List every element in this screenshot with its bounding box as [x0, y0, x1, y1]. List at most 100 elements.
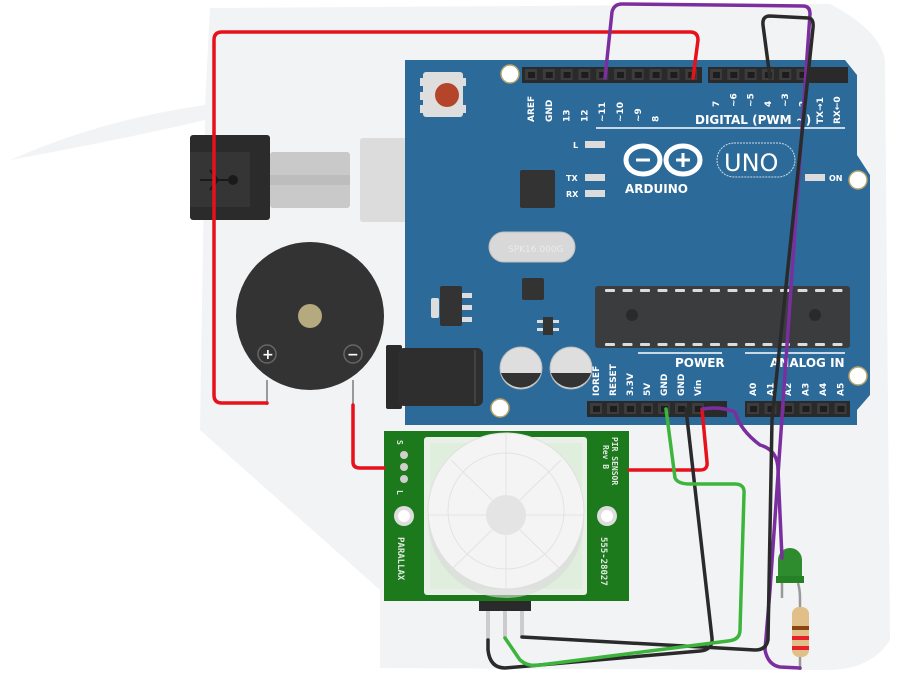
led-rx [585, 190, 605, 197]
chip-pin [832, 343, 843, 346]
chip-pin [832, 289, 843, 292]
wire-red-pir-to-vin[interactable] [627, 407, 709, 472]
mounting-hole [490, 398, 510, 418]
chip-pin [727, 289, 738, 292]
header-pin-hole [785, 406, 792, 412]
resistor[interactable] [792, 598, 809, 670]
led-l [585, 141, 605, 148]
chip-pin [605, 343, 615, 346]
small-transistor [537, 317, 559, 335]
arduino-logo-icon [623, 143, 703, 177]
chip-pin [675, 343, 685, 346]
header-pin-hole [670, 72, 678, 78]
chip-pin [797, 289, 808, 292]
pir-part-number: 555-28027 [598, 537, 608, 586]
chip-pin [815, 343, 825, 346]
header-pin-hole [678, 406, 685, 412]
power-pin-label: 3.3V [626, 373, 636, 396]
header-pin-hole [627, 406, 634, 412]
reset-button[interactable] [420, 72, 466, 117]
digital-header-title: DIGITAL (PWM ~) [695, 113, 811, 127]
wire-purple-pin13-to-resistor[interactable] [603, 2, 812, 670]
header-pin-hole [713, 72, 720, 78]
plus-terminal-icon [257, 344, 277, 364]
digital-pin-label: ~3 [781, 93, 791, 107]
green-led[interactable] [776, 548, 804, 599]
header-pin-hole [581, 72, 589, 78]
digital-pin-label: ~10 [616, 102, 626, 122]
power-pin-label: Vin [694, 380, 704, 396]
chip-pin [710, 289, 720, 292]
digital-pin-label: 12 [580, 109, 590, 122]
header-pin-hole [634, 72, 642, 78]
chip-pin [710, 343, 720, 346]
wire-red-buzzer-to-pir[interactable] [351, 403, 386, 470]
power-header-title: POWER [675, 356, 725, 370]
digital-pin-label: RX←0 [833, 96, 843, 124]
pir-revision: Rev B [601, 445, 610, 469]
chip-pin [622, 343, 633, 346]
chip-pin [657, 289, 668, 292]
digital-pin-label: 13 [563, 109, 573, 122]
dc-power-jack [386, 345, 483, 409]
minus-terminal-icon [343, 344, 363, 364]
header-pin-hole [747, 72, 755, 78]
plus-symbol: + [262, 347, 274, 363]
header-pin-hole [593, 406, 600, 412]
pir-sensor[interactable]: S L PARALLAX PIR SENSOR Rev B 555-28027 [384, 431, 629, 640]
led-label-tx: TX [566, 174, 578, 183]
header-pin-hole [563, 72, 571, 78]
digital-pin-label: 4 [764, 101, 774, 107]
capacitor [549, 346, 593, 390]
power-pin-label: 5V [643, 383, 653, 396]
wire-black-pin2[interactable] [520, 14, 815, 652]
arduino-brand: ARDUINO [625, 182, 688, 196]
chip-pin [815, 289, 825, 292]
chip-pin [762, 343, 773, 346]
digital-pin-label: GND [545, 100, 555, 122]
chip-pin [745, 289, 755, 292]
header-pin-hole [652, 72, 660, 78]
analog-pin-label: A3 [802, 383, 812, 396]
chip-pin [640, 343, 650, 346]
chip-pin [745, 343, 755, 346]
header-pin-hole [802, 406, 810, 412]
led-label-rx: RX [566, 190, 579, 199]
minus-symbol: − [347, 347, 359, 363]
chip-pin [675, 289, 685, 292]
chip-pin [640, 289, 650, 292]
led-label-on: ON [829, 174, 843, 183]
header-pin-hole [750, 406, 757, 412]
chip-pin [622, 289, 633, 292]
header-pin-hole [730, 72, 738, 78]
header-pin-hole [837, 406, 845, 412]
digital-pin-label: ~11 [598, 102, 608, 122]
pir-pin-label-s: S [395, 440, 404, 445]
pir-pin-label-l: L [395, 490, 404, 495]
piezo-buzzer[interactable]: + − [236, 242, 384, 405]
digital-pin-label: TX→1 [816, 97, 826, 124]
digital-pin-label: AREF [527, 96, 537, 122]
pir-title: PIR SENSOR [610, 437, 619, 485]
crystal-oscillator: SPK16.000G [488, 231, 576, 263]
wire-red-pin8-to-buzzer[interactable] [212, 30, 700, 405]
header-pin-hole [820, 406, 827, 412]
voltage-regulator [431, 286, 472, 326]
wire-purple-gnd-to-led[interactable] [701, 406, 784, 560]
header-pin-hole [695, 406, 702, 412]
power-pin-label: GND [660, 374, 670, 396]
mounting-hole [848, 366, 868, 386]
digital-pin-label: ~6 [729, 93, 739, 107]
analog-pin-label: A4 [819, 383, 829, 396]
header-pin-hole [599, 72, 607, 78]
analog-header-title: ANALOG IN [770, 356, 845, 370]
pir-brand: PARALLAX [395, 537, 405, 581]
digital-pin-label: ~9 [634, 108, 644, 122]
chip-pin [692, 289, 703, 292]
led-on [805, 174, 825, 181]
header-pin-hole [644, 406, 651, 412]
chip-pin [605, 289, 615, 292]
wire-green-5v-to-pir[interactable] [503, 407, 746, 668]
header-pin-hole [767, 406, 775, 412]
